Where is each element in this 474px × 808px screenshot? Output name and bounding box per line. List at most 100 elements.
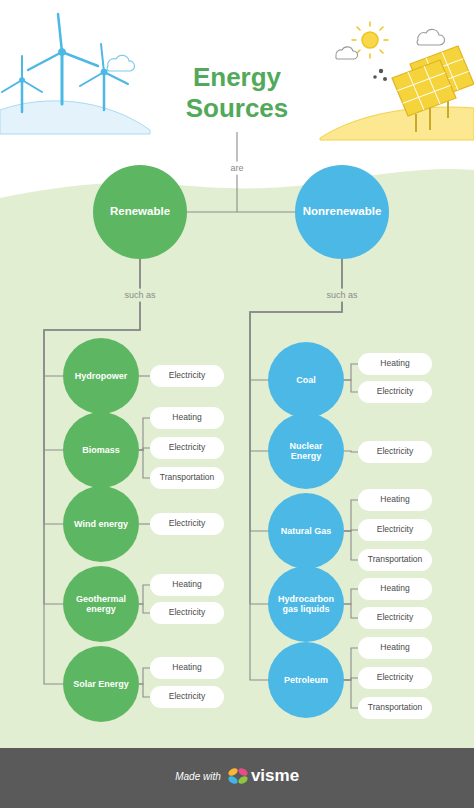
connector-line [44,259,140,684]
turbine-blade [2,80,22,92]
use-label: Transportation [152,473,222,483]
circle-fill [63,412,139,488]
source-label: Biomass [69,445,133,455]
connector-line [344,380,358,392]
cloud [417,29,444,45]
use-pill: Electricity [358,667,432,689]
use-label: Electricity [152,371,222,381]
circle-fill [268,413,344,489]
pill-fill [150,574,224,596]
use-label: Electricity [152,692,222,702]
pill-fill [150,513,224,535]
turbine-blade [101,44,104,72]
connector-line [44,259,140,604]
source-circle: Biomass [63,412,139,488]
panel-grid-line [408,72,424,110]
circle-fill [268,493,344,569]
use-pill: Electricity [358,441,432,463]
connector-line [139,418,150,450]
sun-ray [369,22,371,26]
smoke-dot [379,69,383,73]
source-circle: Renewable [93,165,187,259]
source-circle: Geothermal energy [63,566,139,642]
panel-grid [397,66,450,110]
visme-logo [227,767,249,786]
use-label: Heating [360,495,430,505]
right-hill [320,107,474,140]
pill-fill [358,637,432,659]
source-circle: Nuclear Energy [268,413,344,489]
source-circle: Natural Gas [268,493,344,569]
logo-petal [227,767,239,778]
use-pill: Transportation [358,549,432,571]
use-label: Heating [360,643,430,653]
use-pill: Electricity [150,437,224,459]
circle-fill [93,165,187,259]
use-label: Heating [152,663,222,673]
use-label: Electricity [360,613,430,623]
circle-fill [295,165,389,259]
smoke-dot [383,77,387,81]
panel-leg [429,108,431,130]
connector-line [139,668,150,684]
turbine-blade [80,72,104,86]
turbine-blade [28,52,62,70]
turbine-blade [58,14,62,52]
pill-fill [150,365,224,387]
turbine-hub [59,49,66,56]
turbine-blade [62,52,98,66]
turbine-hub [20,78,25,83]
panel-grid-line [397,73,445,91]
use-pill: Electricity [150,513,224,535]
pill-fill [358,489,432,511]
connector-line [139,450,150,478]
use-label: Heating [360,584,430,594]
sun-ray [352,39,356,41]
use-pill: Heating [150,657,224,679]
use-pill: Heating [358,637,432,659]
connector-line [344,589,358,604]
pill-fill [358,578,432,600]
connector-line [139,585,150,604]
use-pill: Electricity [150,686,224,708]
source-circle: Wind energy [63,486,139,562]
logo-petal [237,775,249,786]
source-circle: Hydrocarbon gas liquids [268,566,344,642]
use-label: Electricity [360,447,430,457]
use-label: Transportation [360,703,430,713]
source-label: Nuclear Energy [274,441,338,462]
source-circle: Petroleum [268,642,344,718]
source-circle: Solar Energy [63,646,139,722]
source-circle: Coal [268,342,344,418]
use-label: Electricity [152,443,222,453]
connector-line [139,523,150,524]
pill-fill [358,353,432,375]
pill-fill [150,467,224,489]
turbine-pole [61,52,64,104]
source-label: Renewable [97,205,183,218]
use-pill: Heating [358,578,432,600]
source-label: Coal [274,375,338,385]
source-label: Solar Energy [69,679,133,689]
use-label: Electricity [152,608,222,618]
use-pill: Heating [150,574,224,596]
connector-line [344,648,358,680]
turbine-pole [103,72,106,110]
use-label: Electricity [152,519,222,529]
sun-ray [369,54,371,58]
footer-band [0,748,474,808]
use-pill: Electricity [358,519,432,541]
sun-ray [357,50,360,53]
connector-label: such as [323,289,360,302]
source-label: Hydropower [69,371,133,381]
source-circle: Hydropower [63,338,139,414]
use-pill: Electricity [358,381,432,403]
circle-fill [268,642,344,718]
connector-line [344,500,358,531]
source-label: Wind energy [69,519,133,529]
pill-fill [358,607,432,629]
logo-petal [227,775,239,786]
turbine-hub [101,69,107,75]
connector-line [139,375,150,376]
